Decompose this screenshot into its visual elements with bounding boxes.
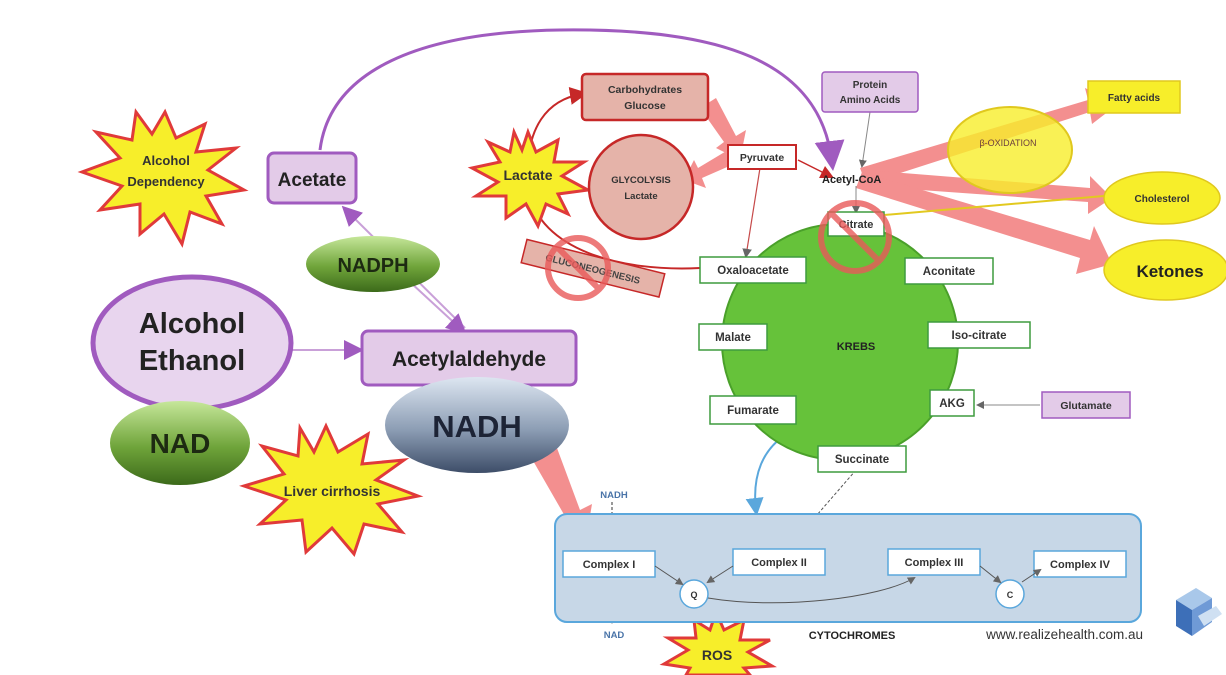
alcohol-dependency-line1: Alcohol (142, 153, 190, 168)
glutamate-label: Glutamate (1060, 400, 1112, 412)
alcohol-dependency-burst: Alcohol Dependency (77, 108, 249, 248)
etc-arrows (654, 565, 1042, 604)
complex-2-label: Complex II (751, 557, 807, 569)
complex-3-label: Complex III (905, 557, 964, 569)
glutamate-node: Glutamate (1041, 391, 1131, 419)
lactate-burst-label: Lactate (503, 167, 552, 183)
acetylaldehyde-label: Acetylaldehyde (392, 348, 546, 371)
fatty-acids-label: Fatty acids (1108, 93, 1161, 104)
alcohol-dependency-line2: Dependency (127, 174, 205, 189)
ketones-label: Ketones (1136, 262, 1203, 281)
lactate-burst: Lactate (467, 127, 593, 230)
q-label: Q (690, 590, 697, 600)
nad-label: NAD (150, 428, 211, 459)
protein-node: Protein Amino Acids (821, 71, 919, 113)
malate-node: Malate (698, 323, 768, 351)
beta-oxidation-node: β-OXIDATION (947, 106, 1073, 194)
arrow-yellow-citrate-cholesterol (883, 195, 1105, 216)
ros-burst: ROS (659, 607, 777, 675)
aconitate-label: Aconitate (923, 266, 975, 278)
oxaloacetate-label: Oxaloacetate (717, 265, 789, 277)
complex-4-node: Complex IV (1033, 550, 1127, 578)
nadph-node: NADPH (306, 236, 440, 292)
no-sign-icon (545, 235, 611, 301)
protein-line2: Amino Acids (840, 95, 901, 106)
complex-3-node: Complex III (887, 548, 981, 576)
c-node: C (995, 579, 1025, 609)
c-label: C (1007, 590, 1014, 600)
acetylaldehyde-node: Acetylaldehyde (360, 329, 578, 387)
cytochromes-label: CYTOCHROMES (809, 630, 896, 642)
ros-label: ROS (702, 647, 732, 663)
liver-cirrhosis-burst: Liver cirrhosis (239, 422, 424, 558)
no-sign-icon (818, 200, 892, 274)
iso-citrate-node: Iso-citrate (927, 321, 1031, 349)
succinate-label: Succinate (835, 454, 889, 466)
arrow-pyruvate-to-glycolysis (684, 150, 734, 188)
alcohol-ethanol-line1: Alcohol (139, 308, 245, 340)
acetyl-coa-label: Acetyl-CoA (822, 174, 881, 186)
glycolysis-node: GLYCOLYSIS Lactate (587, 133, 695, 241)
glycolysis-line2: Lactate (624, 191, 657, 202)
akg-node: AKG (929, 389, 975, 417)
fumarate-label: Fumarate (727, 405, 779, 417)
arrow-protein-to-acetyl-coa (858, 111, 871, 168)
arrow-nadph-to-acetylaldehyde (409, 281, 467, 335)
arrow-acetyl-to-cholesterol (864, 170, 1112, 214)
fumarate-node: Fumarate (709, 395, 797, 425)
complex-1-node: Complex I (562, 550, 656, 578)
cube-logo-icon (1176, 588, 1222, 636)
carbohydrates-line1: Carbohydrates (608, 84, 682, 96)
pyruvate-label: Pyruvate (740, 152, 785, 164)
alcohol-ethanol-node: Alcohol Ethanol (90, 274, 294, 412)
nad-node: NAD (110, 401, 250, 485)
succinate-node: Succinate (817, 445, 907, 473)
arrow-pyruvate-to-oxaloacetate (742, 167, 761, 259)
complex-1-label: Complex I (583, 559, 636, 571)
cholesterol-node: Cholesterol (1103, 171, 1221, 225)
ketones-node: Ketones (1103, 239, 1226, 301)
gluconeogenesis-node: GLUCONEOGENESIS (520, 238, 666, 298)
arrow-pyruvate-to-acetyl-coa (797, 159, 835, 179)
aconitate-node: Aconitate (904, 257, 994, 285)
oxaloacetate-node: Oxaloacetate (699, 256, 807, 284)
complex-2-node: Complex II (732, 548, 826, 576)
carbohydrates-node: Carbohydrates Glucose (580, 72, 710, 122)
q-node: Q (679, 579, 709, 609)
carbohydrates-line2: Glucose (624, 100, 666, 112)
arrow-succinate-to-complex2 (788, 469, 857, 548)
nadph-label: NADPH (337, 255, 408, 277)
nadh-node: NADH (385, 377, 569, 473)
liver-cirrhosis-label: Liver cirrhosis (284, 483, 381, 499)
alcohol-ethanol-line2: Ethanol (139, 345, 245, 377)
protein-line1: Protein (853, 80, 887, 91)
akg-label: AKG (939, 398, 965, 410)
arrow-acetate-to-acetyl-coa (318, 28, 845, 171)
beta-oxidation-label: β-OXIDATION (979, 138, 1036, 148)
nad-small-label: NAD (604, 630, 625, 641)
acetate-node: Acetate (266, 151, 358, 205)
website-label: www.realizehealth.com.au (985, 627, 1143, 642)
fatty-acids-node: Fatty acids (1087, 80, 1181, 114)
glycolysis-line1: GLYCOLYSIS (611, 175, 671, 186)
malate-label: Malate (715, 332, 751, 344)
krebs-label: KREBS (837, 341, 876, 353)
cholesterol-label: Cholesterol (1134, 194, 1189, 205)
arrow-acetyl-to-ketones (856, 172, 1112, 274)
nadh-small-label: NADH (600, 490, 628, 501)
nadh-label: NADH (432, 409, 522, 444)
iso-citrate-label: Iso-citrate (952, 330, 1007, 342)
pyruvate-node: Pyruvate (727, 144, 797, 170)
complex-4-label: Complex IV (1050, 559, 1111, 571)
acetate-label: Acetate (278, 170, 347, 191)
